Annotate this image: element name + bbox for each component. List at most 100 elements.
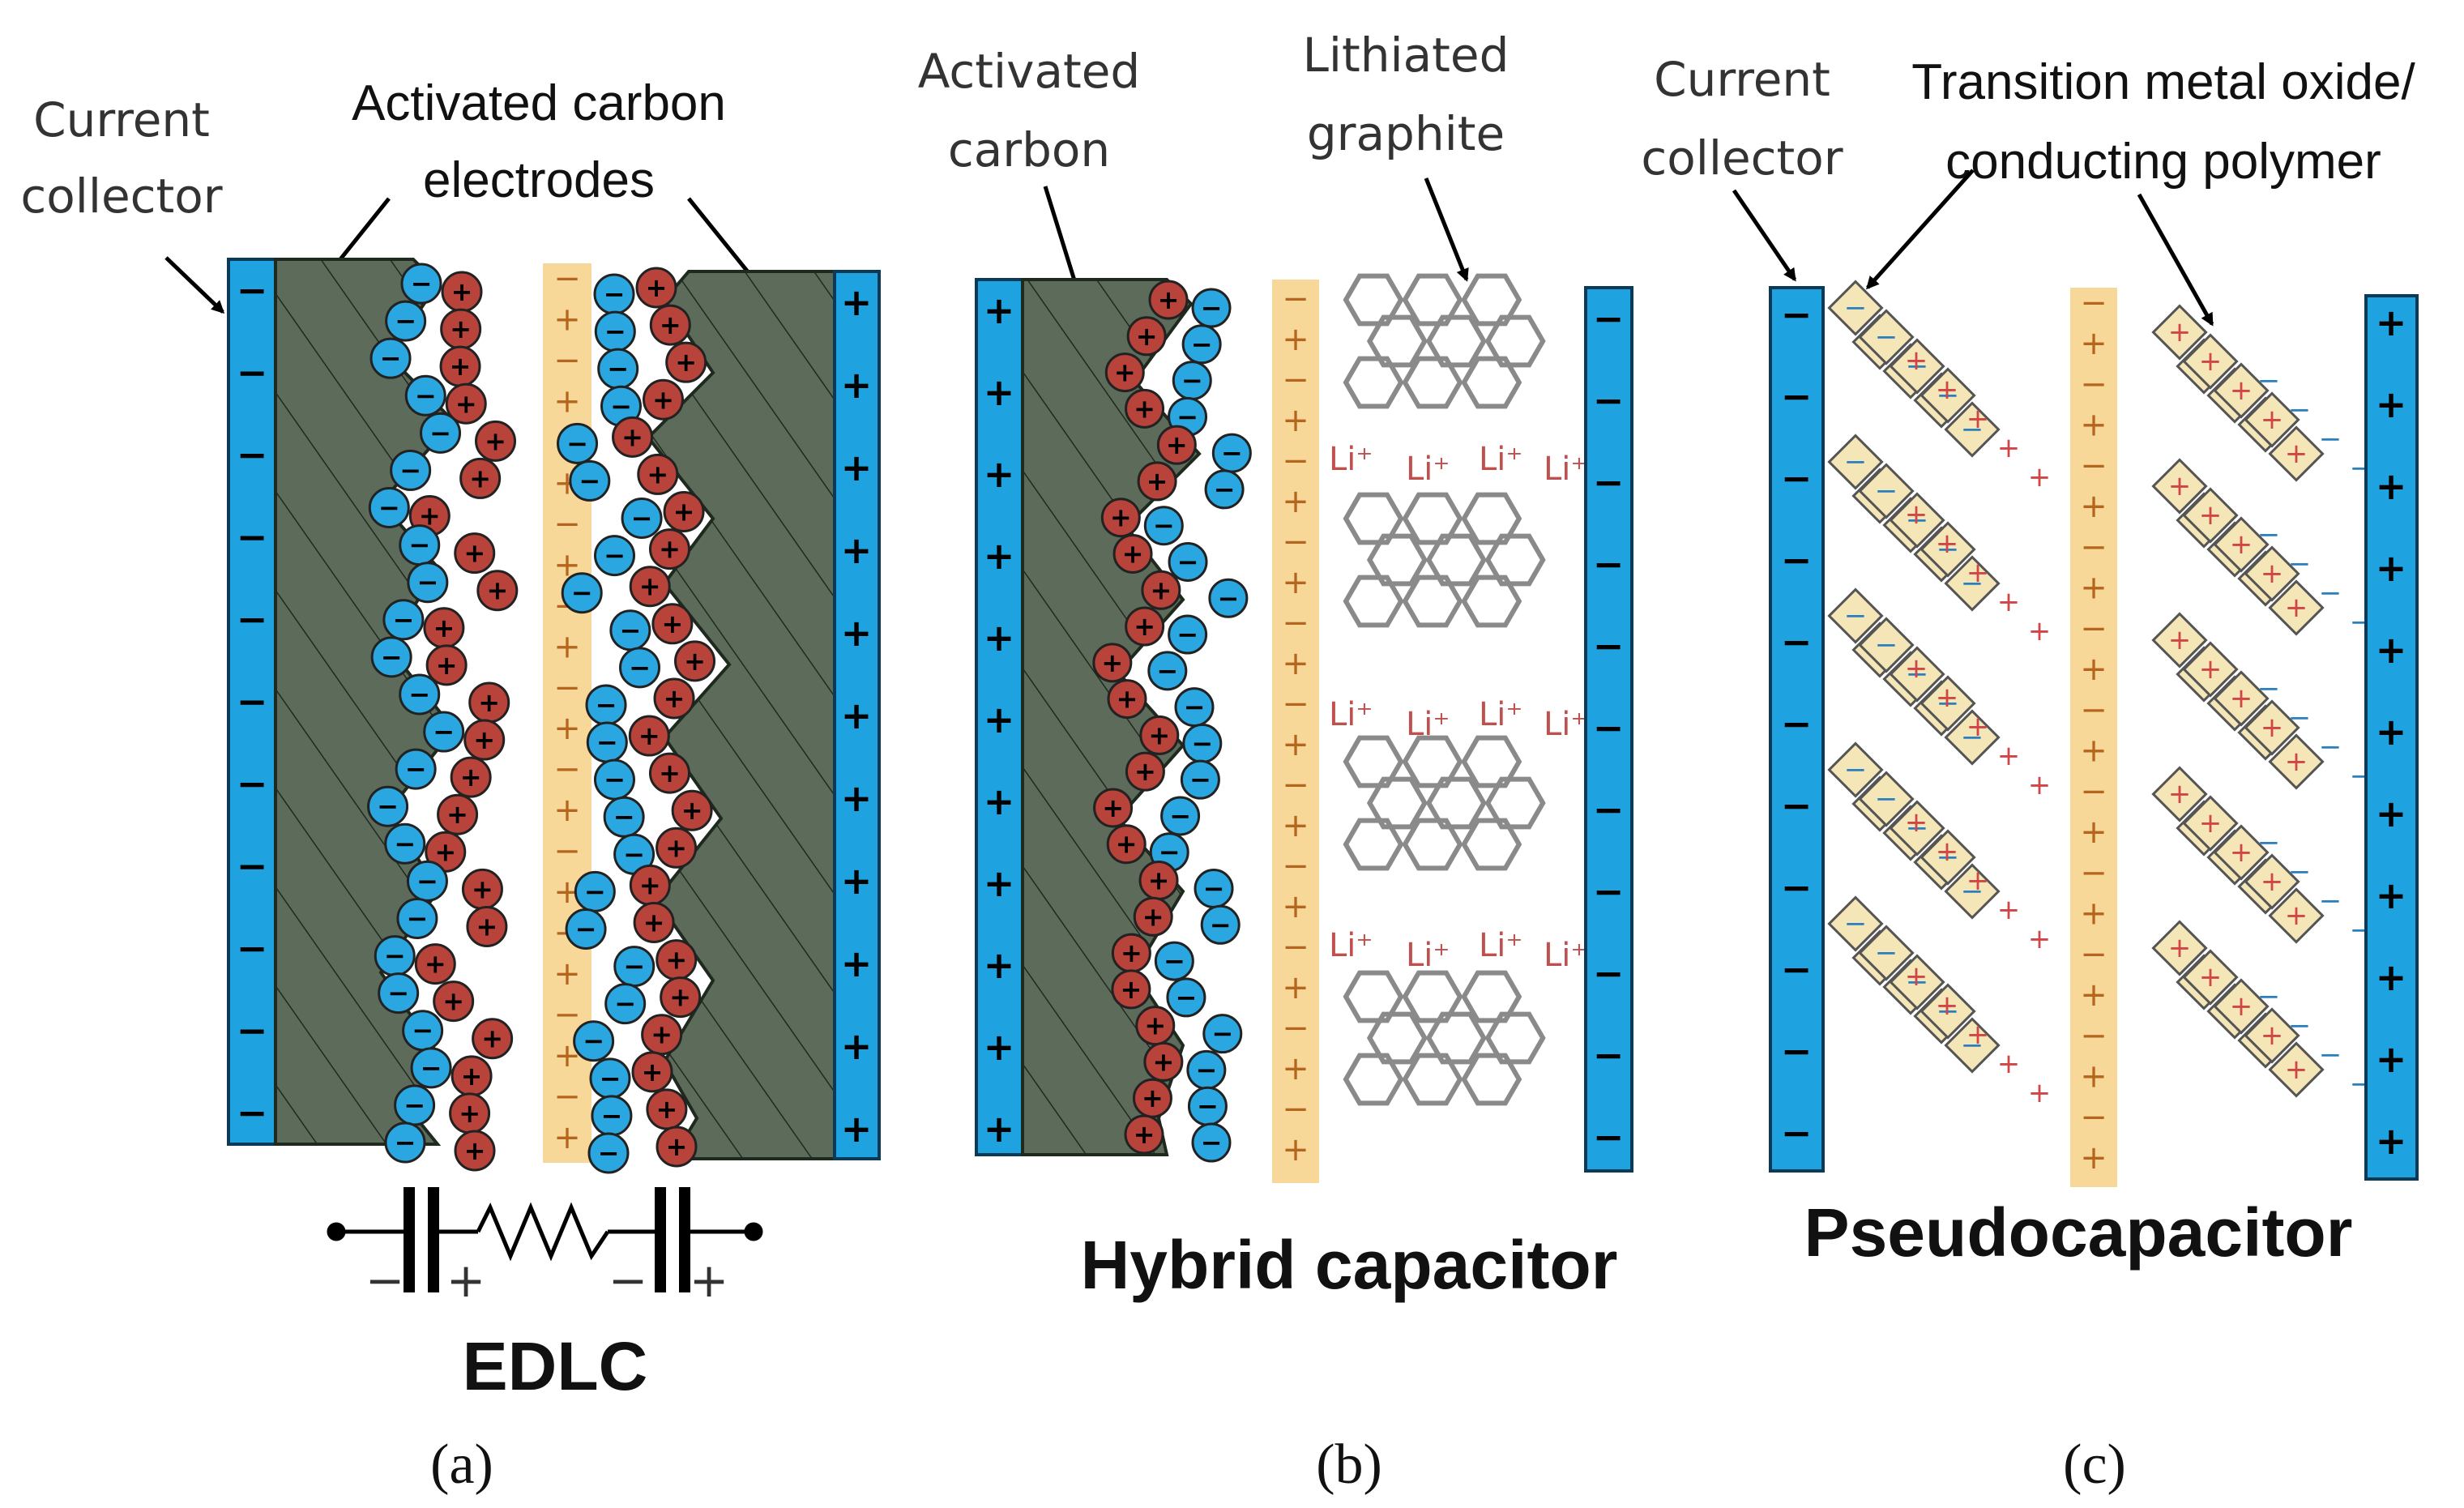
anion-icon: − [1168,541,1208,582]
minus-sign-icon: − [2080,284,2107,322]
plus-sign-icon: + [1936,528,1959,560]
plus-sign-icon: + [1282,807,1309,844]
svg-text:−: − [613,801,635,832]
svg-text:+: + [1148,720,1170,750]
terminal-icon [744,1222,763,1241]
svg-text:+: + [2261,557,2284,590]
svg-text:−: − [1195,1054,1217,1085]
svg-text:+: + [621,421,643,452]
svg-text:+: + [2230,836,2253,869]
oxide-diamond-icon: + [2151,920,2208,976]
circuit-sign-1: − [365,1253,405,1308]
lithium-ion-icon: Li⁺ [1329,927,1373,964]
anion-icon: − [1180,759,1220,800]
anion-icon: − [374,935,416,977]
svg-text:−: − [1875,937,1898,969]
plus-sign-icon: + [2376,301,2407,344]
cation-icon: + [1139,715,1180,755]
panel-a-title: EDLC [463,1328,648,1404]
svg-text:−: − [1176,982,1198,1013]
anion-icon: − [1166,977,1206,1018]
minus-sign-icon: − [1593,624,1625,668]
svg-text:+: + [478,687,500,718]
label-c-active-2: conducting polymer [1945,134,2381,190]
label-a-electrodes-1: Activated carbon [352,75,726,131]
plus-sign-icon: + [2028,615,2052,647]
svg-text:+: + [481,1023,503,1054]
svg-text:−: − [1875,475,1898,507]
svg-text:+: + [434,836,456,867]
panel-b-title: Hybrid capacitor [1081,1227,1618,1303]
minus-sign-icon: − [2319,885,2342,917]
cation-icon: + [468,681,510,724]
svg-text:−: − [1937,533,1960,566]
svg-text:−: − [1961,875,1984,908]
oxide-diamond-icon: − [1920,675,1976,732]
graphite-hexagon-icon [1343,273,1404,327]
minus-sign-icon: − [237,762,268,805]
graphite-hexagon-icon [1402,273,1463,327]
svg-text:−: − [404,1090,425,1121]
minus-sign-icon: − [1282,1091,1309,1128]
svg-text:+: + [639,571,661,602]
svg-text:+: + [675,347,697,378]
cation-icon: + [663,491,705,533]
plus-sign-icon: + [1967,711,1990,743]
oxide-diamond-icon: + [2182,641,2239,698]
minus-sign-icon: − [1282,686,1309,723]
svg-text:+: + [1150,575,1172,605]
cation-icon: + [449,1092,491,1134]
svg-text:−: − [1177,546,1199,577]
plus-sign-icon: + [1282,321,1309,358]
svg-text:−: − [571,578,593,609]
anion-icon: − [609,609,651,651]
plus-sign-icon: + [553,955,581,993]
minus-sign-icon: − [1593,788,1625,831]
minus-sign-icon: − [2288,394,2312,426]
minus-sign-icon: − [1593,1033,1625,1077]
cation-icon: + [674,640,716,682]
oxide-diamond-icon: + [2213,516,2270,573]
svg-text:+: + [2285,745,2308,778]
plus-sign-icon: + [1282,969,1309,1006]
anion-icon: − [400,263,442,305]
cation-icon: + [1143,1041,1184,1082]
svg-text:+: + [1110,502,1132,533]
minus-sign-icon: − [1781,293,1813,336]
oxide-diamond-icon: − [1858,771,1915,827]
minus-sign-icon: − [553,751,581,788]
svg-text:+: + [2285,592,2308,624]
svg-text:−: − [1906,966,1929,998]
svg-text:−: − [604,764,626,795]
separator-icon [1272,280,1319,1183]
svg-text:−: − [614,989,636,1019]
graphite-hexagon-icon [1461,356,1522,409]
anion-icon: − [1194,869,1234,909]
svg-text:+: + [2285,899,2308,932]
oxide-diamond-icon: − [1944,709,2001,766]
plus-sign-icon: + [2080,976,2107,1014]
cation-icon: + [653,677,695,720]
oxide-diamond-icon: − [1827,434,1884,490]
svg-text:−: − [1189,764,1211,795]
cation-icon: + [425,831,467,873]
svg-text:−: − [407,903,429,933]
graphite-hexagon-icon [1366,1011,1428,1065]
minus-sign-icon: − [2288,548,2312,580]
lithium-ion-icon: Li⁺ [1329,441,1373,478]
oxide-diamond-icon: − [1944,1017,2001,1074]
label-c-active-1: Transition metal oxide/ [1911,54,2415,110]
svg-text:−: − [598,1138,620,1168]
plus-sign-icon: + [2376,628,2407,672]
plus-sign-icon: + [2080,814,2107,851]
anion-icon: − [557,422,599,464]
svg-text:+: + [1148,865,1170,896]
oxide-diamond-icon: + [2182,949,2239,1006]
anion-icon: − [369,337,412,379]
svg-text:+: + [473,724,495,755]
svg-text:+: + [463,538,485,569]
minus-sign-icon: − [1593,706,1625,750]
oxide-diamond-icon: + [2151,458,2208,515]
graphite-hexagon-icon [1402,492,1463,545]
cation-icon: + [656,827,698,869]
